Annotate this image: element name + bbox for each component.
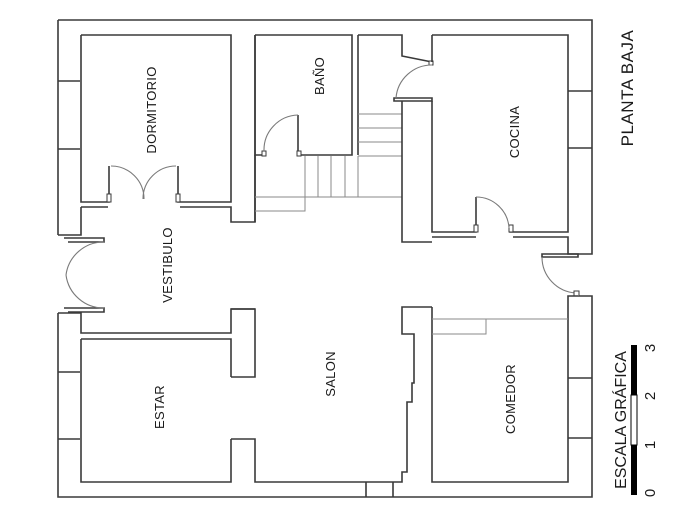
room-label-cocina: COCINA [507, 106, 522, 158]
scale-tick-1: 1 [642, 441, 659, 449]
comedor-side-door[interactable] [541, 253, 580, 297]
cocina-walls [431, 34, 578, 255]
comedor-walls [431, 295, 578, 483]
graphic-scale: ESCALA GRÁFICA 0 1 2 3 [611, 344, 659, 497]
hall-door[interactable] [358, 34, 434, 243]
room-label-vestibulo: VESTIBULO [160, 227, 175, 303]
dormitorio-walls [58, 34, 256, 236]
entrance-door[interactable] [58, 237, 255, 334]
room-label-estar: ESTAR [152, 385, 167, 429]
scale-tick-0: 0 [642, 489, 659, 497]
bano-walls [254, 34, 359, 222]
bano-door[interactable] [263, 114, 299, 152]
scale-tick-3: 3 [642, 344, 659, 352]
exterior-walls [57, 19, 593, 498]
scale-bar-segment-1 [631, 445, 637, 495]
room-label-comedor: COMEDOR [503, 364, 518, 434]
scale-bar-segment-3 [631, 345, 637, 395]
room-label-dormitorio: DORMITORIO [144, 66, 159, 153]
staircase [255, 113, 402, 212]
scale-label: ESCALA GRÁFICA [611, 351, 630, 489]
plan-title: PLANTA BAJA [618, 30, 637, 147]
room-labels: DORMITORIO BAÑO COCINA VESTIBULO ESTAR S… [144, 57, 522, 434]
room-label-bano: BAÑO [312, 57, 327, 95]
scale-tick-2: 2 [642, 392, 659, 400]
salon-walls [80, 306, 432, 497]
dormitorio-door[interactable] [110, 165, 177, 200]
scale-bar-segment-2 [630, 394, 638, 446]
room-label-salon: SALON [323, 351, 338, 397]
cocina-door[interactable] [475, 196, 510, 229]
